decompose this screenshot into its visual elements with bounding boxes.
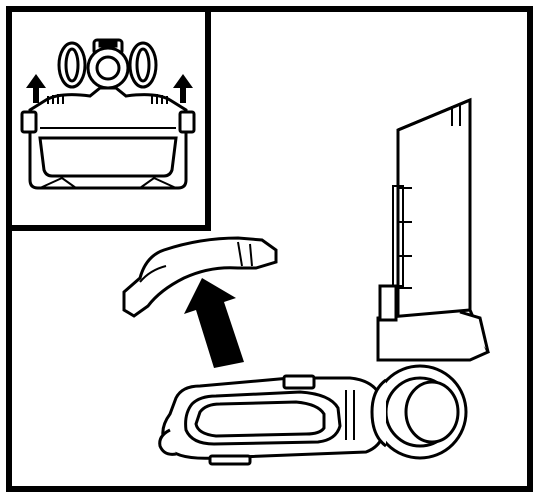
up-arrow-icon: [26, 74, 46, 103]
inset-swivel-neck: [86, 38, 130, 90]
vacuum-rear-wheel: [370, 364, 468, 460]
detached-top-cover: [122, 236, 278, 318]
inset-bottom-edge: [39, 176, 177, 189]
inset-wheel-right: [128, 41, 158, 89]
inset-panel: [6, 6, 211, 231]
inset-ribbing: [47, 94, 168, 104]
vacuum-foot: [158, 374, 386, 466]
inset-brush-window: [38, 136, 178, 178]
inset-side-latches: [20, 110, 196, 134]
vacuum-base-collar: [376, 284, 490, 362]
release-latch-arrow-icon: [184, 278, 244, 368]
inset-wheel-left: [57, 41, 87, 89]
up-arrow-icon: [173, 74, 193, 103]
vacuum-upright-body: [392, 97, 472, 322]
